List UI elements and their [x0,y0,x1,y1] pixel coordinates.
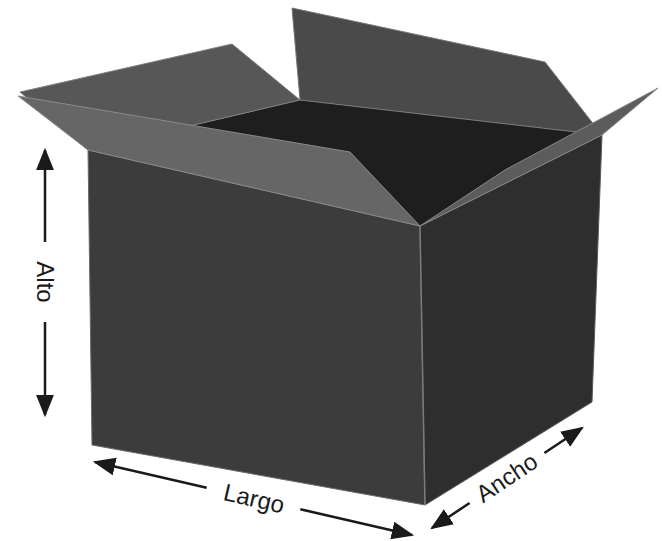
dimension-arrow [432,503,470,528]
side-flap [420,88,658,226]
dimension-label: Alto [32,258,58,305]
back-flap [292,8,602,135]
side-face [420,135,602,505]
dimension-arrow [544,428,582,453]
front-flap [18,96,420,226]
dimension-arrow [300,509,412,535]
dimension-label: Largo [218,478,290,519]
dimension-arrow [44,322,47,415]
dimension-arrow [95,462,207,488]
dimension-arrow [44,150,47,242]
box-edge [420,226,425,505]
